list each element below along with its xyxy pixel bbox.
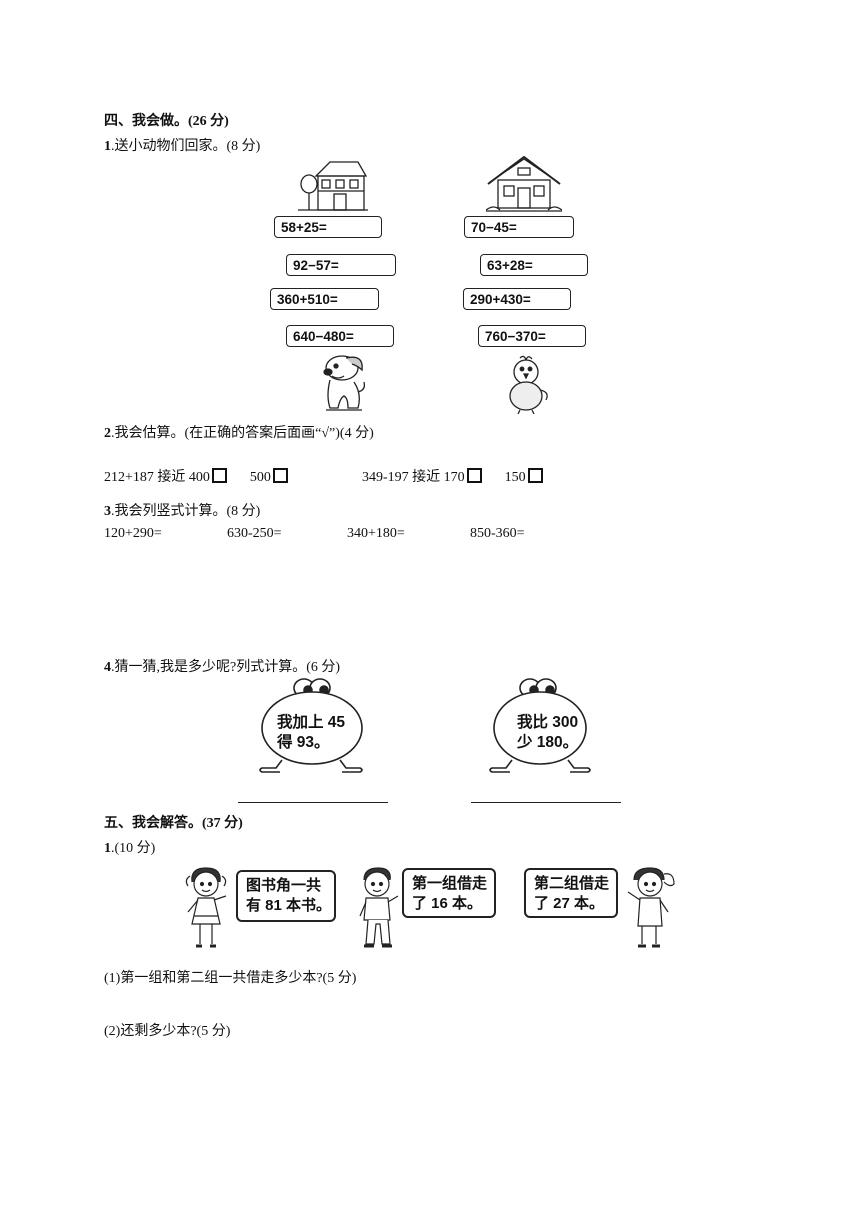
question-5-1-title: 1.(10 分) bbox=[104, 841, 156, 856]
speech-bubble-1: 图书角一共有 81 本书。 bbox=[236, 870, 336, 922]
dog-icon bbox=[323, 355, 366, 411]
expression-box: 360+510= bbox=[270, 288, 379, 310]
answer-checkbox[interactable] bbox=[527, 468, 543, 483]
expression-box: 63+28= bbox=[480, 254, 588, 276]
question-2-title: 2.我会估算。(在正确的答案后面画“√”)(4 分) bbox=[104, 426, 374, 441]
egg-character-icon bbox=[489, 678, 591, 773]
section-5-heading: 五、我会解答。(37 分) bbox=[104, 816, 243, 831]
section-4-heading: 四、我会做。(26 分) bbox=[104, 114, 229, 129]
sub-question-1: (1)第一组和第二组一共借走多少本?(5 分) bbox=[104, 971, 357, 986]
boy-icon bbox=[359, 867, 399, 948]
answer-checkbox[interactable] bbox=[211, 468, 227, 483]
estimate-item-2: 349-197 接近 170 150 bbox=[362, 466, 543, 486]
building-house-icon bbox=[298, 161, 368, 211]
vertical-calc-expr: 340+180= bbox=[347, 526, 405, 541]
answer-line[interactable] bbox=[238, 802, 388, 803]
question-1-title: 1.送小动物们回家。(8 分) bbox=[104, 139, 261, 154]
girl-icon bbox=[627, 867, 675, 948]
expression-box: 58+25= bbox=[274, 216, 382, 238]
expression-box: 760−370= bbox=[478, 325, 586, 347]
sub-question-2: (2)还剩多少本?(5 分) bbox=[104, 1024, 231, 1039]
question-3-title: 3.我会列竖式计算。(8 分) bbox=[104, 504, 261, 519]
expression-box: 92−57= bbox=[286, 254, 396, 276]
expression-box: 70−45= bbox=[464, 216, 574, 238]
vertical-calc-expr: 120+290= bbox=[104, 526, 162, 541]
egg-character-icon bbox=[259, 678, 363, 773]
question-4-title: 4.猜一猜,我是多少呢?列式计算。(6 分) bbox=[104, 660, 341, 675]
estimate-item-1: 212+187 接近 400 500 bbox=[104, 466, 288, 486]
chick-icon bbox=[509, 355, 548, 414]
answer-checkbox[interactable] bbox=[466, 468, 482, 483]
answer-line[interactable] bbox=[471, 802, 621, 803]
speech-bubble-2: 第一组借走了 16 本。 bbox=[402, 868, 496, 918]
cottage-house-icon bbox=[486, 156, 562, 212]
answer-checkbox[interactable] bbox=[272, 468, 288, 483]
expression-box: 640−480= bbox=[286, 325, 394, 347]
expression-box: 290+430= bbox=[463, 288, 571, 310]
girl-icon bbox=[185, 867, 227, 948]
vertical-calc-expr: 850-360= bbox=[470, 526, 525, 541]
vertical-calc-expr: 630-250= bbox=[227, 526, 282, 541]
speech-bubble-3: 第二组借走了 27 本。 bbox=[524, 868, 618, 918]
